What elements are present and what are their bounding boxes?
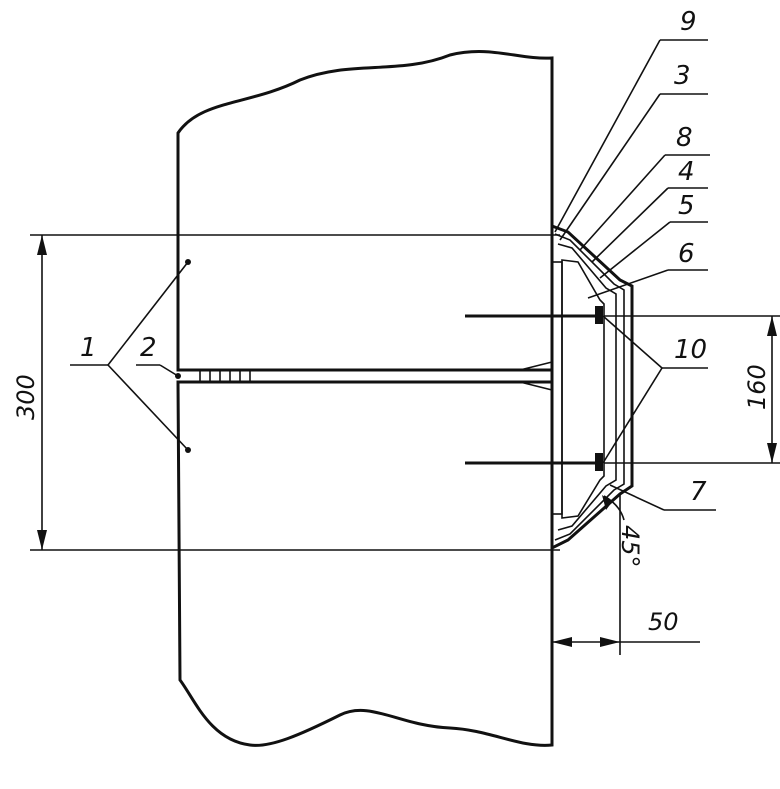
label-9: 9 bbox=[680, 7, 697, 37]
label-2: 2 bbox=[140, 333, 157, 363]
angle-45-text: 45° bbox=[616, 525, 644, 568]
dim-300-text: 300 bbox=[12, 374, 40, 420]
joint-gap bbox=[178, 370, 552, 382]
dimension-300 bbox=[30, 234, 560, 551]
label-5: 5 bbox=[678, 191, 695, 221]
label-8: 8 bbox=[676, 123, 693, 153]
dim-160-text: 160 bbox=[743, 364, 771, 410]
dim-50-text: 50 bbox=[648, 608, 679, 636]
leader-lines bbox=[70, 39, 716, 511]
label-7: 7 bbox=[690, 477, 707, 507]
gap-filler bbox=[199, 370, 251, 382]
dimension-160 bbox=[604, 315, 780, 464]
anchor-rods bbox=[465, 306, 603, 471]
label-1: 1 bbox=[80, 333, 97, 363]
label-3: 3 bbox=[674, 61, 691, 91]
lower-concrete-block bbox=[176, 380, 554, 747]
seal-assembly bbox=[550, 223, 634, 551]
upper-concrete-block bbox=[176, 50, 554, 372]
seal-core bbox=[561, 259, 605, 519]
label-6: 6 bbox=[678, 239, 695, 269]
angle-45 bbox=[602, 495, 625, 521]
dimension-50 bbox=[552, 494, 700, 655]
label-10: 10 bbox=[674, 335, 707, 365]
label-4: 4 bbox=[678, 157, 695, 187]
